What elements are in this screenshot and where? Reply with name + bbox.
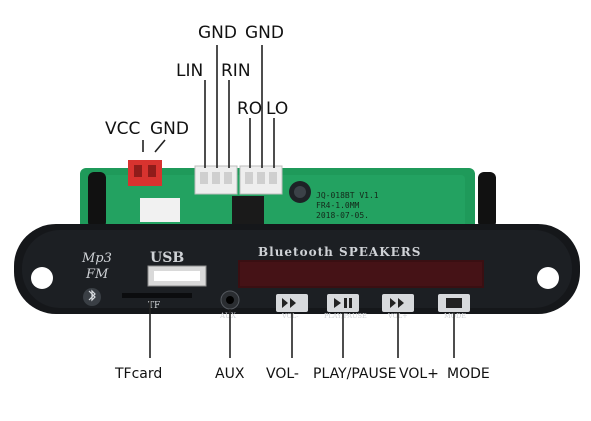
usb-port[interactable]: [147, 265, 207, 287]
label-vol-plus: VOL+: [399, 366, 439, 382]
tf-label: TF: [148, 301, 160, 311]
leader-lines-top: [142, 45, 275, 168]
lead-gnd-power: [154, 139, 166, 153]
usb-label: USB: [150, 250, 184, 266]
panel-play-pause: PLAY/PAUSE: [324, 312, 367, 320]
logo-mp3: Mp3: [81, 251, 112, 266]
label-mode: MODE: [447, 366, 490, 382]
aux-jack[interactable]: [220, 290, 240, 310]
label-lo: LO: [266, 99, 288, 119]
label-gnd-top-left: GND: [198, 23, 237, 43]
connector-line-in: [194, 165, 238, 195]
ic-chip: [232, 196, 264, 224]
pcb-board: JQ-018BT V1.1 FR4-1.0MM 2018-07-05.: [80, 168, 496, 238]
panel-title: Bluetooth SPEAKERS: [258, 245, 421, 259]
vol-minus-button[interactable]: [276, 294, 308, 312]
panel-mode: MODE: [444, 312, 466, 320]
label-rin: RIN: [221, 61, 251, 81]
pcb-text-2: FR4-1.0MM: [316, 201, 360, 210]
standoff-right: [478, 172, 496, 228]
label-gnd-power: GND: [150, 119, 189, 139]
connector-line-out: [239, 165, 283, 195]
leader-lines-bottom: [149, 300, 455, 358]
standoff-left: [88, 172, 106, 228]
label-tfcard: TFcard: [114, 366, 162, 382]
label-vcc: VCC: [105, 119, 140, 139]
label-play-pause: PLAY/PAUSE: [313, 366, 396, 382]
front-panel: Mp3 FM USB TF AUX Bluetooth SPEAKERS: [14, 224, 580, 320]
aux-panel-label: AUX: [219, 312, 236, 320]
bluetooth-icon: [83, 288, 101, 306]
panel-vol-minus: VOL-: [281, 312, 298, 320]
shield-chip: [140, 198, 180, 222]
tf-card-slot[interactable]: [122, 293, 192, 298]
pcb-text-3: 2018-07-05.: [316, 211, 369, 220]
pcb-text-1: JQ-018BT V1.1: [316, 191, 379, 200]
mode-button[interactable]: [438, 294, 470, 312]
play-pause-button[interactable]: [327, 294, 359, 312]
mount-hole-left: [31, 267, 53, 289]
label-ro: RO: [237, 99, 262, 119]
vol-plus-button[interactable]: [382, 294, 414, 312]
label-aux: AUX: [215, 366, 245, 382]
connector-power: [128, 160, 162, 186]
label-lin: LIN: [176, 61, 203, 81]
label-vol-minus: VOL-: [266, 366, 299, 382]
label-gnd-top-right: GND: [245, 23, 284, 43]
logo-fm: FM: [85, 267, 109, 282]
mount-hole-right: [537, 267, 559, 289]
